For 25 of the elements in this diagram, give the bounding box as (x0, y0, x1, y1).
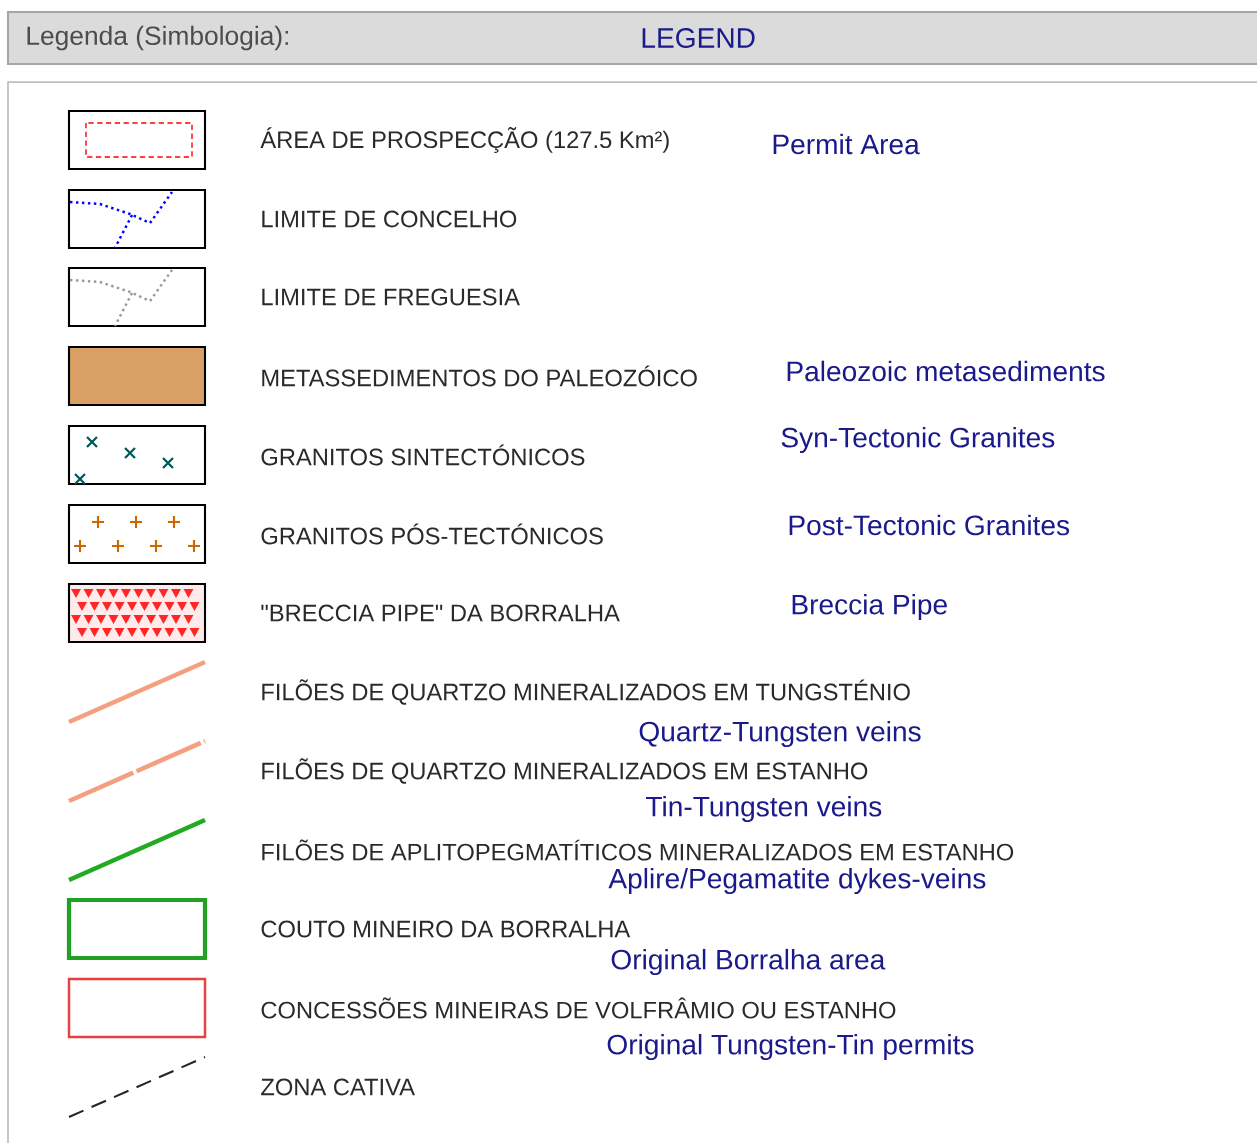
legend-text: ZONA CATIVA (261, 1078, 415, 1096)
translation-label: Paleozoic metasediments (787, 360, 1105, 382)
legend-text: METASSEDIMENTOS DO PALEOZÓICO (262, 365, 697, 387)
translation-label: Syn-Tectonic Granites (781, 426, 1055, 454)
translation-label: Quartz-Tungsten veins (639, 720, 921, 748)
translation-label: Original Borralha area (611, 948, 886, 976)
legend-text: GRANITOS SINTECTÓNICOS (261, 444, 585, 466)
legend-text: ÁREA DE PROSPECÇÃO (127.5 Km²) (260, 127, 669, 153)
legend-heading: LEGEND (642, 28, 755, 48)
legend-text: FILÕES DE QUARTZO MINERALIZADOS EM TUNGSTÉNIO (262, 679, 910, 705)
legend-text: FILÕES DE QUARTZO MINERALIZADOS EM ESTANHO (262, 758, 868, 784)
legend-text: LIMITE DE FREGUESIA (262, 288, 520, 306)
translation-label: Permit Area (773, 133, 920, 155)
title: Legenda (Simbologia): (27, 25, 289, 51)
translation-label: Breccia Pipe (792, 593, 947, 621)
legend-text: COUTO MINEIRO DA BORRALHA (261, 920, 631, 938)
translation-label: Post-Tectonic Granites (789, 514, 1070, 536)
legend-text: "BRECCIA PIPE" DA BORRALHA (261, 604, 620, 622)
legend-text: CONCESSÕES MINEIRAS DE VOLFRÂMIO OU ESTANHO (261, 997, 896, 1019)
translation-label: Aplire/Pegamatite dykes-veins (608, 867, 986, 895)
legend-text: LIMITE DE CONCELHO (262, 210, 517, 228)
translation-label: Original Tungsten-Tin permits (607, 1033, 974, 1061)
legend-text: FILÕES DE APLITOPEGMATÍTICOS MINERALIZADOS EM ESTANHO (262, 839, 1014, 861)
legend-text: GRANITOS PÓS-TECTÓNICOS (261, 523, 603, 545)
translation-label: Tin-Tungsten veins (646, 795, 882, 823)
